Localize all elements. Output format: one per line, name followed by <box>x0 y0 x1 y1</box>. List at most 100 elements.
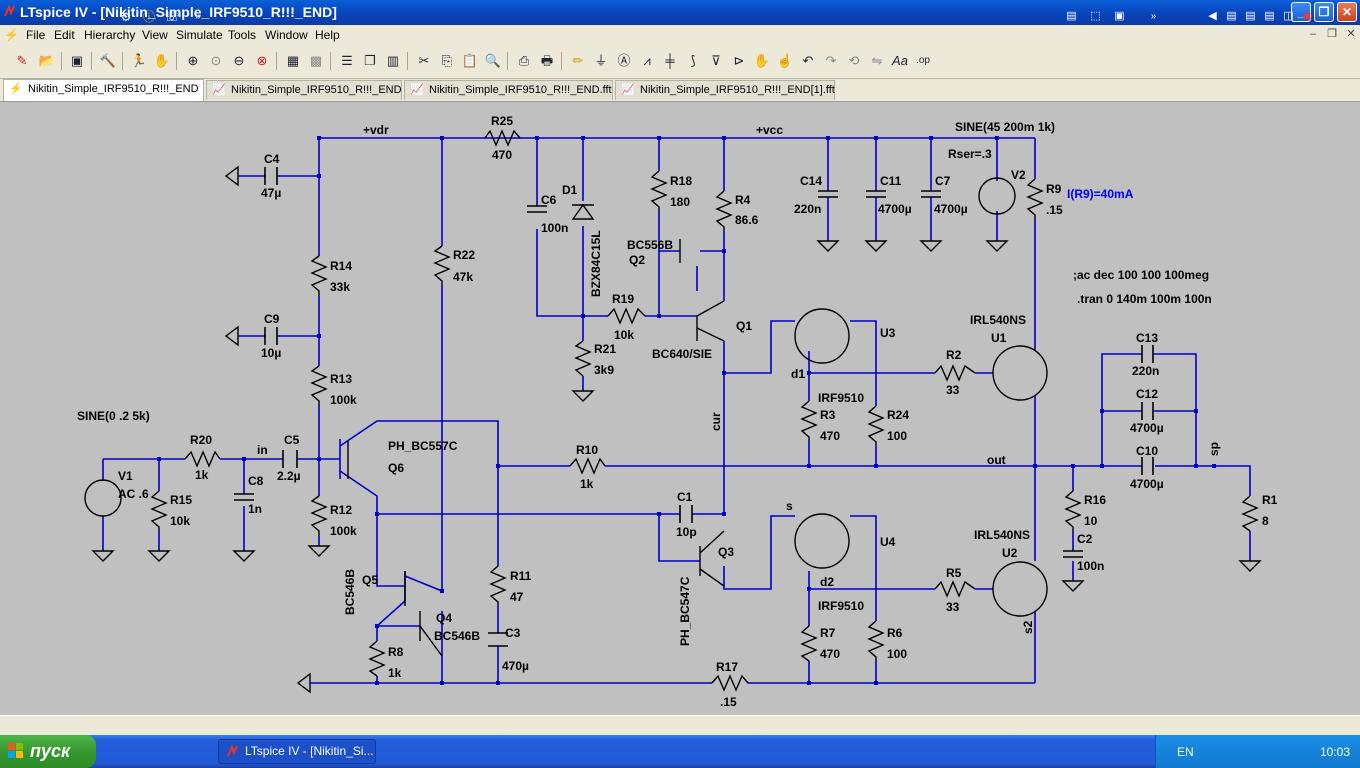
r20-name: R20 <box>190 433 212 447</box>
menu-window[interactable]: Window <box>265 28 308 42</box>
menu-help[interactable]: Help <box>315 28 340 42</box>
tab-schematic[interactable]: ⚡ Nikitin_Simple_IRF9510_R!!!_END <box>3 79 204 101</box>
zoom-out-icon[interactable]: ⊖ <box>233 53 245 68</box>
schematic-doc-icon[interactable]: ⚡ <box>4 28 19 42</box>
paste-icon[interactable]: 📋 <box>461 53 479 68</box>
v2-name: V2 <box>1011 168 1026 182</box>
capacitors <box>234 167 1154 647</box>
print-icon[interactable]: 🖶 <box>540 53 554 68</box>
zoom-fit-icon[interactable]: ⊗ <box>256 53 268 68</box>
text-icon[interactable]: Aa <box>892 53 908 68</box>
print-preview-icon[interactable]: ⎙ <box>518 53 530 68</box>
mirror-icon[interactable]: ⇋ <box>871 53 883 68</box>
mdi-restore-button[interactable]: ❐ <box>1327 28 1337 40</box>
save-icon[interactable]: ▣ <box>70 53 84 68</box>
ground-icon[interactable]: ⏚ <box>594 53 608 68</box>
R1-symbol <box>1241 495 1259 532</box>
taskbar-item-ltspice[interactable]: LTspice IV - [Nikitin_Si... <box>218 739 376 764</box>
menu-tools[interactable]: Tools <box>228 28 257 42</box>
tile-horizontal-icon[interactable]: ☰ <box>341 53 353 68</box>
r2-name: R2 <box>946 348 962 362</box>
grid-icon[interactable]: ▩ <box>309 53 323 68</box>
menu-hierarchy[interactable]: Hierarchy <box>84 28 136 42</box>
component-icon[interactable]: ⊳ <box>733 53 745 68</box>
cut-icon[interactable]: ✂ <box>418 53 430 68</box>
tray-monitor-icon[interactable]: ▣ <box>1114 10 1125 22</box>
rotate-icon[interactable]: ⟲ <box>848 53 860 68</box>
label-net-icon[interactable]: Ⓐ <box>617 53 631 68</box>
inductor-icon[interactable]: ⟆ <box>690 53 696 68</box>
status-bar <box>0 715 1360 736</box>
restore-button[interactable]: ❐ <box>1314 2 1334 22</box>
tray-expand-icon[interactable]: » <box>1150 11 1157 22</box>
r14-name: R14 <box>330 259 352 273</box>
r8-value: 1k <box>388 666 402 680</box>
c2-name: C2 <box>1077 532 1093 546</box>
tray-folder-icon[interactable]: ▤ <box>1066 10 1077 22</box>
title-bar[interactable]: LTspice IV - [Nikitin_Simple_IRF9510_R!!… <box>0 0 1360 25</box>
quicklaunch-app-icon[interactable]: ☏ <box>164 10 180 24</box>
open-icon[interactable]: 📂 <box>38 53 56 68</box>
tray-display2-icon[interactable]: ▤ <box>1245 10 1256 22</box>
tile-vertical-icon[interactable]: ▥ <box>386 53 400 68</box>
net-label-in: in <box>257 443 268 457</box>
tray-display-icon[interactable]: ▤ <box>1226 10 1237 22</box>
resistor-icon[interactable]: ⩘ <box>643 53 651 68</box>
new-schematic-icon[interactable]: ✎ <box>16 53 28 68</box>
R4-symbol <box>715 190 733 231</box>
cascade-icon[interactable]: ❐ <box>364 53 376 68</box>
diode-icon[interactable]: ⊽ <box>711 53 721 68</box>
minimize-button[interactable]: _ <box>1291 2 1311 22</box>
drag-icon[interactable]: ☝ <box>776 53 794 68</box>
control-panel-icon[interactable]: 🔨 <box>99 53 117 68</box>
capacitor-icon[interactable]: ╪ <box>665 53 675 68</box>
junctions <box>157 136 1216 685</box>
find-icon[interactable]: 🔍 <box>484 53 502 68</box>
halt-icon[interactable]: ✋ <box>153 53 171 68</box>
redo-icon[interactable]: ↷ <box>825 53 837 68</box>
copy-icon[interactable]: ⎘ <box>441 53 453 68</box>
tab-fft[interactable]: 📈 Nikitin_Simple_IRF9510_R!!!_END.fft <box>404 80 613 100</box>
q5-value: BC546B <box>343 569 357 615</box>
undo-icon[interactable]: ↶ <box>802 53 814 68</box>
menu-file[interactable]: File <box>26 28 46 42</box>
net-label-vdr: +vdr <box>363 123 389 137</box>
r9-name: R9 <box>1046 182 1062 196</box>
mdi-close-button[interactable]: ✕ <box>1346 28 1356 40</box>
tray-arrow-icon[interactable]: ◀ <box>1208 10 1217 22</box>
draw-wire-icon[interactable]: ✏ <box>572 53 584 68</box>
quicklaunch-desktop-icon[interactable]: ⚙ <box>120 10 132 24</box>
language-indicator[interactable]: EN <box>1177 745 1194 759</box>
u4-name: U4 <box>880 535 896 549</box>
waveform-tab-icon: 📈 <box>410 84 424 96</box>
tab-waveform[interactable]: 📈 Nikitin_Simple_IRF9510_R!!!_END <box>206 80 402 100</box>
r18-value: 180 <box>670 195 690 209</box>
menu-edit[interactable]: Edit <box>54 28 75 42</box>
r10-value: 1k <box>580 477 594 491</box>
mdi-minimize-button[interactable]: – <box>1309 28 1317 40</box>
close-button[interactable]: ✕ <box>1337 2 1357 22</box>
menu-simulate[interactable]: Simulate <box>176 28 223 42</box>
quicklaunch-info-icon[interactable]: ⓘ <box>142 10 155 24</box>
pan-icon[interactable]: ⊙ <box>210 53 222 68</box>
tray-display3-icon[interactable]: ▤ <box>1264 10 1275 22</box>
c1-name: C1 <box>677 490 693 504</box>
r25-name: R25 <box>491 114 513 128</box>
start-button[interactable]: пуск <box>0 735 96 768</box>
wires <box>102 137 1251 684</box>
move-icon[interactable]: ✋ <box>753 53 771 68</box>
autorange-icon[interactable]: ▦ <box>286 53 300 68</box>
schematic-canvas[interactable]: +vdr +vcc R25 470 C4 47µ C6 100n D1 BZX8… <box>0 101 1360 716</box>
tab-fft-1[interactable]: 📈 Nikitin_Simple_IRF9510_R!!!_END[1].fft <box>615 80 835 100</box>
tray-network-icon[interactable]: ⬚ <box>1090 10 1101 22</box>
tray-volume-icon[interactable]: ◫ <box>1283 10 1294 22</box>
quicklaunch-expand-icon[interactable]: » <box>195 11 201 22</box>
c11-name: C11 <box>880 174 902 188</box>
spice-directive-icon[interactable]: .op <box>916 55 930 66</box>
d1-name: D1 <box>562 183 578 197</box>
run-icon[interactable]: 🏃 <box>130 53 148 68</box>
u2-value: IRL540NS <box>974 528 1030 542</box>
menu-view[interactable]: View <box>142 28 168 42</box>
tray-antivirus-icon[interactable]: ◉ <box>1302 10 1313 22</box>
zoom-in-icon[interactable]: ⊕ <box>187 53 199 68</box>
